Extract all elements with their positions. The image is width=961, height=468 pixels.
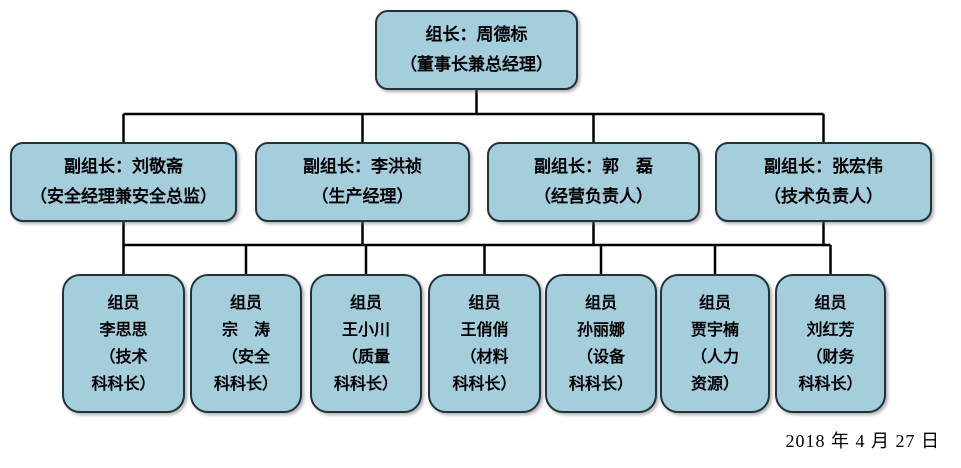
member-role-1: （财务	[806, 348, 855, 366]
member-name: 刘红芳	[806, 321, 855, 339]
member-role-2: 科科长）	[452, 375, 517, 393]
member-label: 组员	[814, 294, 847, 312]
deputy-name: 副组长：刘敬斋	[64, 157, 183, 176]
org-box-leader: 组长：周德标 （董事长兼总经理）	[375, 10, 578, 90]
member-name: 王小川	[341, 321, 390, 339]
org-box-member-2: 组员 宗 涛 （安全 科科长）	[190, 274, 302, 413]
member-role-1: （材料	[460, 348, 509, 366]
org-box-member-4: 组员 王俏俏 （材料 科科长）	[428, 274, 541, 413]
member-label: 组员	[698, 294, 731, 312]
member-label: 组员	[468, 294, 501, 312]
org-box-member-1: 组员 李思思 （技术 科科长）	[62, 274, 185, 413]
member-label: 组员	[107, 294, 140, 312]
member-role-1: （质量	[341, 348, 390, 366]
org-box-deputy-1: 副组长：刘敬斋 （安全经理兼安全总监）	[10, 142, 237, 222]
member-role-1: （安全	[221, 348, 270, 366]
org-box-deputy-3: 副组长：郭 磊 （经营负责人）	[487, 142, 700, 222]
member-label: 组员	[229, 294, 262, 312]
member-name: 贾宇楠	[690, 321, 739, 339]
org-box-deputy-2: 副组长：李洪祯 （生产经理）	[255, 142, 470, 222]
deputy-role: （经营负责人）	[534, 187, 653, 206]
date-label: 2018 年 4 月 27 日	[785, 431, 940, 451]
member-name: 宗 涛	[221, 321, 270, 339]
org-box-member-5: 组员 孙丽娜 （设备 科科长）	[545, 274, 657, 413]
member-label: 组员	[349, 294, 382, 312]
leader-role: （董事长兼总经理）	[400, 55, 553, 74]
member-name: 李思思	[99, 321, 148, 339]
deputy-name: 副组长：李洪祯	[303, 157, 422, 176]
deputy-name: 副组长：张宏伟	[764, 157, 883, 176]
member-role-1: （设备	[576, 348, 625, 366]
member-name: 孙丽娜	[576, 321, 625, 339]
org-box-member-3: 组员 王小川 （质量 科科长）	[310, 274, 422, 413]
member-role-2: 科科长）	[213, 375, 278, 393]
member-role-2: 资源）	[690, 375, 739, 393]
deputy-name: 副组长：郭 磊	[534, 157, 653, 176]
member-role-1: （人力	[690, 348, 739, 366]
deputy-role: （安全经理兼安全总监）	[30, 187, 217, 206]
leader-name: 组长：周德标	[425, 25, 528, 44]
deputy-role: （技术负责人）	[764, 187, 883, 206]
org-box-member-7: 组员 刘红芳 （财务 科科长）	[775, 274, 886, 413]
member-label: 组员	[584, 294, 617, 312]
member-name: 王俏俏	[460, 321, 509, 339]
member-role-2: 科科长）	[798, 375, 863, 393]
member-role-2: 科科长）	[568, 375, 633, 393]
org-box-deputy-4: 副组长：张宏伟 （技术负责人）	[715, 142, 932, 222]
org-box-member-6: 组员 贾宇楠 （人力 资源）	[660, 274, 770, 413]
member-role-2: 科科长）	[333, 375, 398, 393]
deputy-role: （生产经理）	[311, 187, 414, 206]
member-role-1: （技术	[99, 348, 148, 366]
member-role-2: 科科长）	[91, 375, 156, 393]
